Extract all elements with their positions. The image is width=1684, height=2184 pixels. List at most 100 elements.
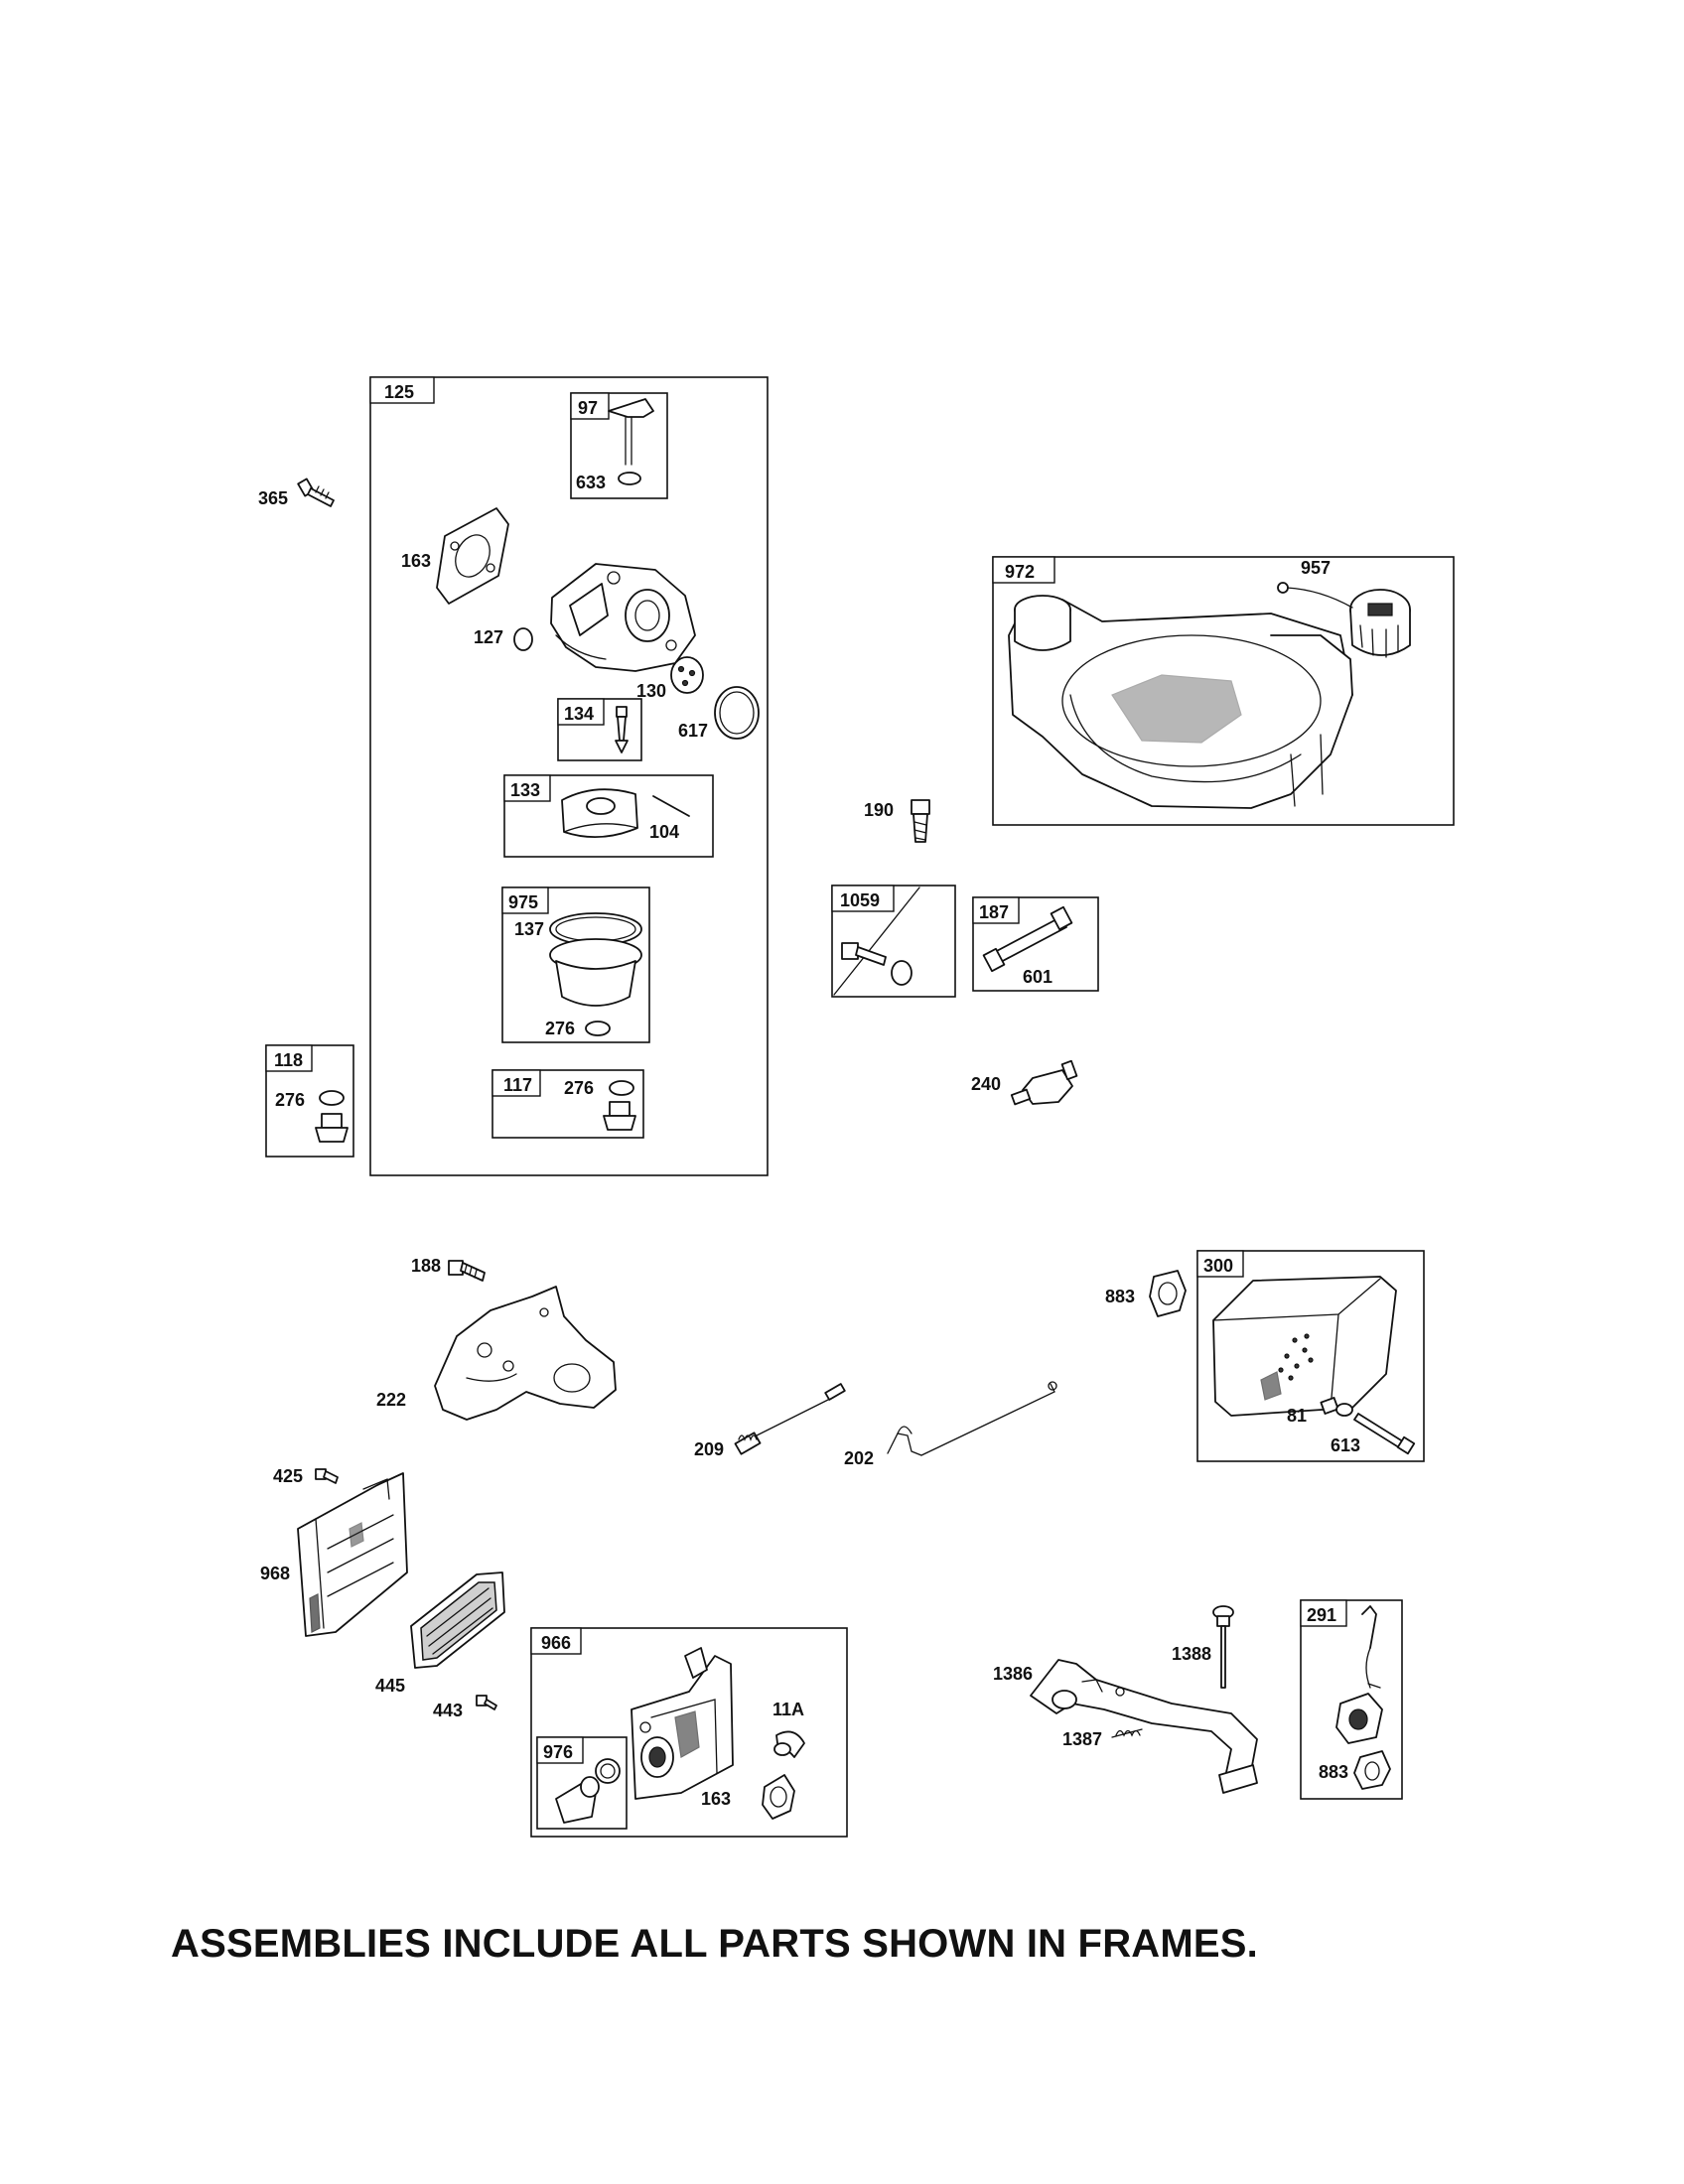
frame-976-precleaner: 976	[536, 1736, 628, 1830]
screw-washer-part	[319, 1090, 345, 1106]
choke-shaft-part	[608, 398, 654, 466]
washer-1059-part	[891, 960, 912, 986]
fuel-line-part	[982, 905, 1073, 973]
part-label-163: 163	[401, 551, 431, 571]
muffler-bolt-81-part	[1320, 1397, 1353, 1417]
needle-valve-part	[615, 706, 629, 753]
part-label-163b: 163	[701, 1789, 731, 1809]
part-label-445: 445	[375, 1676, 405, 1696]
part-label-276b: 276	[275, 1090, 305, 1110]
fuel-filter-240-part	[1010, 1059, 1078, 1106]
control-bracket-222-part	[434, 1286, 617, 1421]
bowl-screw-part	[315, 1113, 349, 1143]
governor-spring-209-part	[734, 1383, 846, 1455]
frame-label-133: 133	[510, 780, 540, 800]
air-cleaner-body-part	[631, 1647, 734, 1800]
frame-125-carburetor-assembly: 125	[369, 376, 769, 1176]
gasket-ring-617-part	[714, 686, 760, 740]
frame-label-975: 975	[508, 892, 538, 912]
part-label-276a: 276	[545, 1019, 575, 1038]
frame-97-choke-shaft: 97 633	[570, 392, 668, 499]
bolt-1388-part	[1212, 1605, 1234, 1689]
seal-ring-part	[618, 472, 641, 485]
frame-label-97: 97	[578, 398, 598, 418]
precleaner-ring-part	[595, 1758, 621, 1784]
frame-label-125: 125	[384, 382, 414, 402]
part-label-1386: 1386	[993, 1664, 1033, 1684]
part-label-209: 209	[694, 1439, 724, 1459]
float-bowl-part	[549, 938, 642, 1007]
frame-label-972: 972	[1005, 562, 1035, 582]
frame-118-bowl-screw: 118 276	[265, 1044, 354, 1158]
part-label-601: 601	[1023, 967, 1052, 987]
part-label-617: 617	[678, 721, 708, 741]
frame-label-291: 291	[1307, 1605, 1336, 1625]
part-label-425: 425	[273, 1466, 303, 1486]
part-label-1387: 1387	[1062, 1729, 1102, 1749]
part-label-130: 130	[636, 681, 666, 701]
part-label-104: 104	[649, 822, 679, 842]
part-label-968: 968	[260, 1564, 290, 1583]
assemblies-note: ASSEMBLIES INCLUDE ALL PARTS SHOWN IN FR…	[171, 1922, 1258, 1966]
part-label-1388: 1388	[1172, 1644, 1211, 1664]
part-label-613: 613	[1331, 1435, 1360, 1455]
part-label-127: 127	[474, 627, 503, 647]
part-label-633: 633	[576, 473, 606, 492]
o-ring-127-part	[513, 627, 533, 651]
screw-443-part	[476, 1695, 497, 1710]
screw-425-part	[315, 1468, 339, 1484]
float-pin-part	[652, 795, 690, 817]
fuel-tank-housing-part	[1008, 595, 1353, 809]
part-label-202: 202	[844, 1448, 874, 1468]
frame-label-134: 134	[564, 704, 594, 724]
part-label-883a: 883	[1105, 1287, 1135, 1306]
frame-label-966: 966	[541, 1633, 571, 1653]
frame-label-976: 976	[543, 1742, 573, 1762]
part-label-188: 188	[411, 1256, 441, 1276]
frame-187-fuel-line: 187 601	[972, 896, 1099, 992]
gasket-163-lower-part	[762, 1774, 795, 1820]
governor-link-202-part	[887, 1381, 1057, 1456]
screw-188-part	[448, 1260, 486, 1282]
frame-117-bowl-nut: 117 276	[491, 1069, 644, 1139]
part-label-276c: 276	[564, 1078, 594, 1098]
frame-label-187: 187	[979, 902, 1009, 922]
plate-130-part	[670, 656, 704, 694]
carburetor-body-part	[550, 563, 696, 672]
part-label-81: 81	[1287, 1406, 1307, 1426]
part-label-957: 957	[1301, 558, 1331, 578]
governor-spring-1387-part	[1111, 1728, 1143, 1738]
nut-washer-part	[609, 1080, 634, 1096]
air-filter-445-part	[410, 1571, 505, 1669]
frame-975-float-bowl: 975 137 276	[501, 887, 650, 1043]
muffler-gasket-883-part	[1149, 1270, 1187, 1317]
part-label-365: 365	[258, 488, 288, 508]
fuel-cap-957-part	[1277, 582, 1411, 658]
screw-365-part	[297, 478, 335, 507]
frame-134-needle-valve: 134	[557, 698, 642, 761]
bowl-nut-part	[603, 1101, 636, 1131]
frame-label-1059: 1059	[840, 890, 880, 910]
frame-label-117: 117	[503, 1075, 532, 1095]
air-cleaner-base-968-part	[297, 1472, 408, 1637]
bowl-washer-part	[585, 1021, 611, 1036]
breather-tube-11a-part	[773, 1730, 805, 1758]
gasket-163-part	[436, 507, 509, 605]
frame-966-air-cleaner-assembly: 966 11A 163 976	[530, 1627, 848, 1838]
frame-133-float: 133 104	[503, 774, 714, 858]
part-label-883b: 883	[1319, 1762, 1348, 1782]
stop-switch-part	[1335, 1605, 1383, 1744]
precleaner-cup-part	[555, 1776, 600, 1824]
part-label-190: 190	[864, 800, 894, 820]
part-label-222: 222	[376, 1390, 406, 1410]
stop-switch-gasket-part	[1353, 1750, 1391, 1790]
muffler-part	[1212, 1276, 1397, 1417]
float-part	[561, 788, 638, 839]
part-label-240: 240	[971, 1074, 1001, 1094]
frame-label-300: 300	[1203, 1256, 1233, 1276]
part-label-11a: 11A	[772, 1700, 804, 1719]
frame-1059-shoulder-screw: 1059	[831, 885, 956, 998]
frame-label-118: 118	[274, 1050, 303, 1070]
frame-300-muffler: 300 81 613	[1196, 1250, 1425, 1462]
